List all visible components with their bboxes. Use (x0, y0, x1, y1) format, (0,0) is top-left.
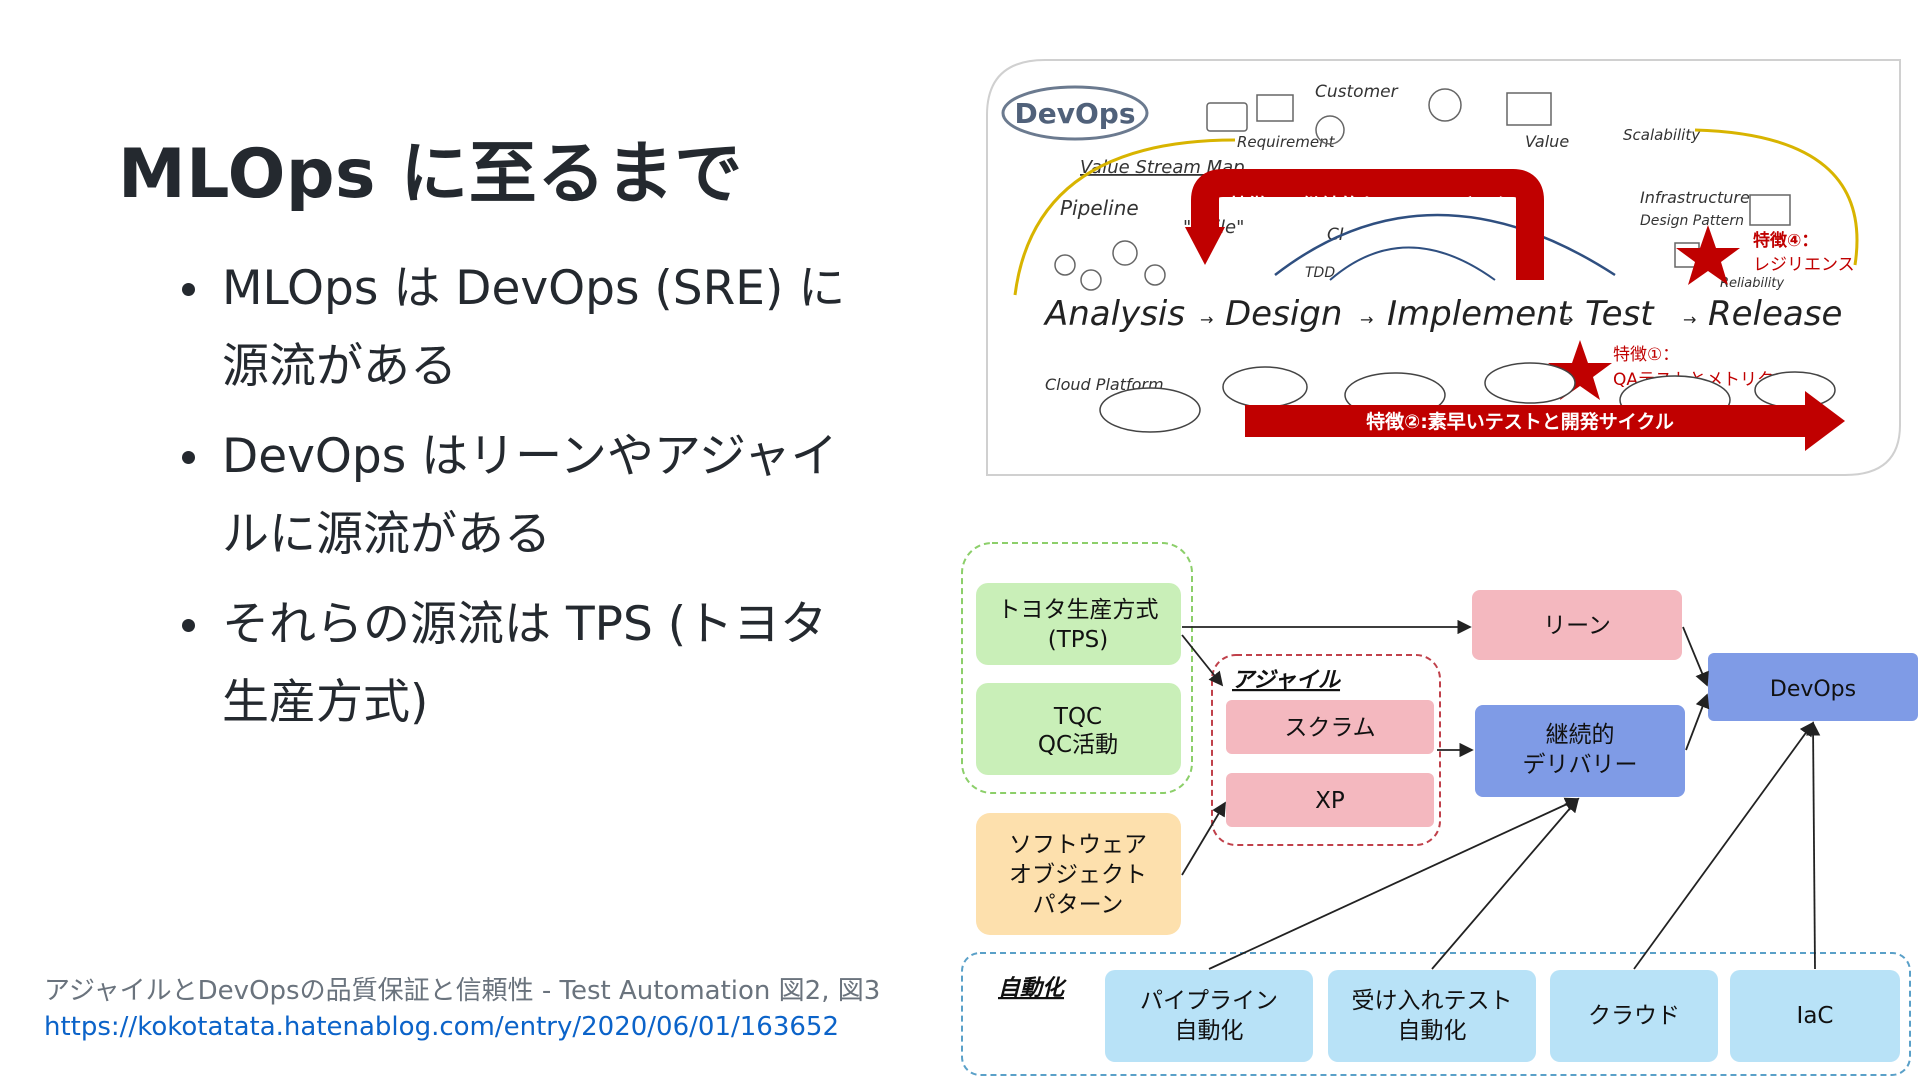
svg-text:XP: XP (1315, 788, 1345, 814)
label-value-stream-map: Value Stream Map (1080, 157, 1245, 178)
stage-arrow-icon: → (1560, 310, 1573, 329)
connectors (1181, 619, 1821, 970)
feature1-star-icon (1548, 340, 1612, 400)
stage-test: Test (1585, 294, 1655, 334)
cd-arc (1274, 213, 1616, 277)
bullet-item: それらの源流は TPS (トヨタ生産方式) (170, 586, 850, 742)
devops-illustration: DevOps Customer Requirement Value Scalab… (986, 59, 1901, 476)
acceptance-test-box: 受け入れテスト 自動化 (1328, 970, 1536, 1062)
feature4-star-icon (1676, 225, 1740, 285)
svg-text:デリバリー: デリバリー (1523, 752, 1638, 778)
svg-text:ソフトウェア: ソフトウェア (1009, 832, 1147, 858)
svg-text:リーン: リーン (1543, 613, 1611, 639)
circle-icon (1080, 269, 1102, 291)
source-credit: アジャイルとDevOpsの品質保証と信頼性 - Test Automation … (44, 976, 881, 1006)
feature4-line2: レジリエンス (1753, 255, 1855, 275)
source-link[interactable]: https://kokotatata.hatenablog.com/entry/… (44, 1012, 839, 1042)
svg-text:スクラム: スクラム (1284, 715, 1375, 741)
bullet-item: DevOps はリーンやアジャイルに源流がある (170, 418, 850, 574)
label-design-pattern: Design Pattern (1640, 213, 1744, 229)
automation-label: 自動化 (998, 976, 1067, 1001)
sketch-icons (1054, 88, 1791, 291)
svg-text:IaC: IaC (1797, 1003, 1834, 1029)
feature4-line1: 特徴④： (1753, 230, 1818, 251)
svg-text:トヨタ生産方式: トヨタ生産方式 (998, 597, 1159, 623)
svg-text:自動化: 自動化 (1175, 1018, 1244, 1044)
devops-box: DevOps (1708, 653, 1918, 721)
stage-arrow-icon: → (1200, 310, 1213, 329)
stage-implement: Implement (1387, 294, 1573, 334)
label-customer: Customer (1315, 82, 1399, 102)
svg-text:DevOps: DevOps (1015, 97, 1136, 130)
label-requirement: Requirement (1237, 133, 1336, 151)
svg-text:パイプライン: パイプライン (1140, 988, 1278, 1014)
scalability-arc (1694, 128, 1859, 266)
circle-icon (1054, 254, 1076, 276)
ci-arc (1329, 246, 1496, 281)
lean-box: リーン (1472, 590, 1682, 660)
stage-arrow-icon: → (1360, 310, 1373, 329)
svg-text:DevOps: DevOps (1770, 677, 1856, 702)
bullet-list: MLOps は DevOps (SRE) に源流がある DevOps はリーンや… (170, 250, 850, 754)
svg-text:継続的: 継続的 (1546, 722, 1615, 748)
person-icon (1315, 115, 1345, 145)
svg-text:QC活動: QC活動 (1038, 732, 1118, 758)
svg-text:クラウド: クラウド (1588, 1003, 1680, 1029)
xp-box: XP (1226, 773, 1434, 827)
svg-text:受け入れテスト: 受け入れテスト (1352, 988, 1513, 1014)
software-pattern-box: ソフトウェア オブジェクト パターン (976, 813, 1181, 935)
circle-icon (1112, 240, 1138, 266)
bullet-item: MLOps は DevOps (SRE) に源流がある (170, 250, 850, 406)
feature1-line1: 特徴①： (1613, 345, 1679, 365)
diagram-icon (1749, 194, 1791, 226)
document-icon (1206, 102, 1248, 132)
feature3-feedback-arrow: 特徴③：継続的なフィードバック (1185, 169, 1544, 280)
chart-icon (1256, 94, 1294, 122)
lineage-diagram: トヨタ生産方式 (TPS) TQC QC活動 ソフトウェア オブジェクト パター… (961, 542, 1918, 1076)
label-reliability: Reliability (1720, 276, 1784, 291)
label-pipeline: Pipeline (1060, 196, 1139, 220)
stage-arrow-icon: → (1683, 310, 1696, 329)
continuous-delivery-box: 継続的 デリバリー (1475, 705, 1685, 797)
stage-analysis: Analysis (1043, 294, 1185, 334)
iac-box: IaC (1730, 970, 1900, 1062)
illustration-frame (986, 59, 1901, 476)
label-scalability: Scalability (1623, 126, 1701, 144)
agile-group (1211, 654, 1441, 846)
circle-icon (1144, 264, 1166, 286)
slide-title: MLOps に至るまで (118, 135, 743, 214)
pipeline-arc (1013, 138, 1236, 296)
devops-logo: DevOps (1001, 85, 1149, 141)
feature2-arrow: 特徴②:素早いテストと開発サイクル (1245, 391, 1845, 451)
feature3-text: 特徴③：継続的なフィードバック (1229, 194, 1511, 217)
tps-box: トヨタ生産方式 (TPS) (976, 583, 1181, 665)
svg-text:オブジェクト: オブジェクト (1009, 862, 1147, 888)
cloud-box: クラウド (1550, 970, 1718, 1062)
stage-release: Release (1708, 294, 1842, 334)
svg-text:TQC: TQC (1053, 704, 1102, 730)
agile-label: アジャイル (1232, 668, 1341, 693)
stage-design: Design (1225, 294, 1342, 334)
feature2-text: 特徴②:素早いテストと開発サイクル (1366, 410, 1674, 433)
monitor-icon (1506, 92, 1552, 126)
tqc-box: TQC QC活動 (976, 683, 1181, 775)
svg-text:(TPS): (TPS) (1048, 627, 1108, 653)
person-icon (1428, 88, 1462, 122)
label-infrastructure: Infrastructure (1640, 188, 1750, 207)
svg-text:自動化: 自動化 (1398, 1018, 1467, 1044)
cloud-icons (1099, 362, 1836, 433)
pipeline-automation-box: パイプライン 自動化 (1105, 970, 1313, 1062)
tps-group (961, 542, 1193, 794)
label-value: Value (1525, 132, 1569, 151)
automation-group (961, 952, 1911, 1076)
scrum-box: スクラム (1226, 700, 1434, 754)
label-tdd: TDD (1305, 265, 1335, 281)
svg-text:パターン: パターン (1033, 892, 1124, 918)
